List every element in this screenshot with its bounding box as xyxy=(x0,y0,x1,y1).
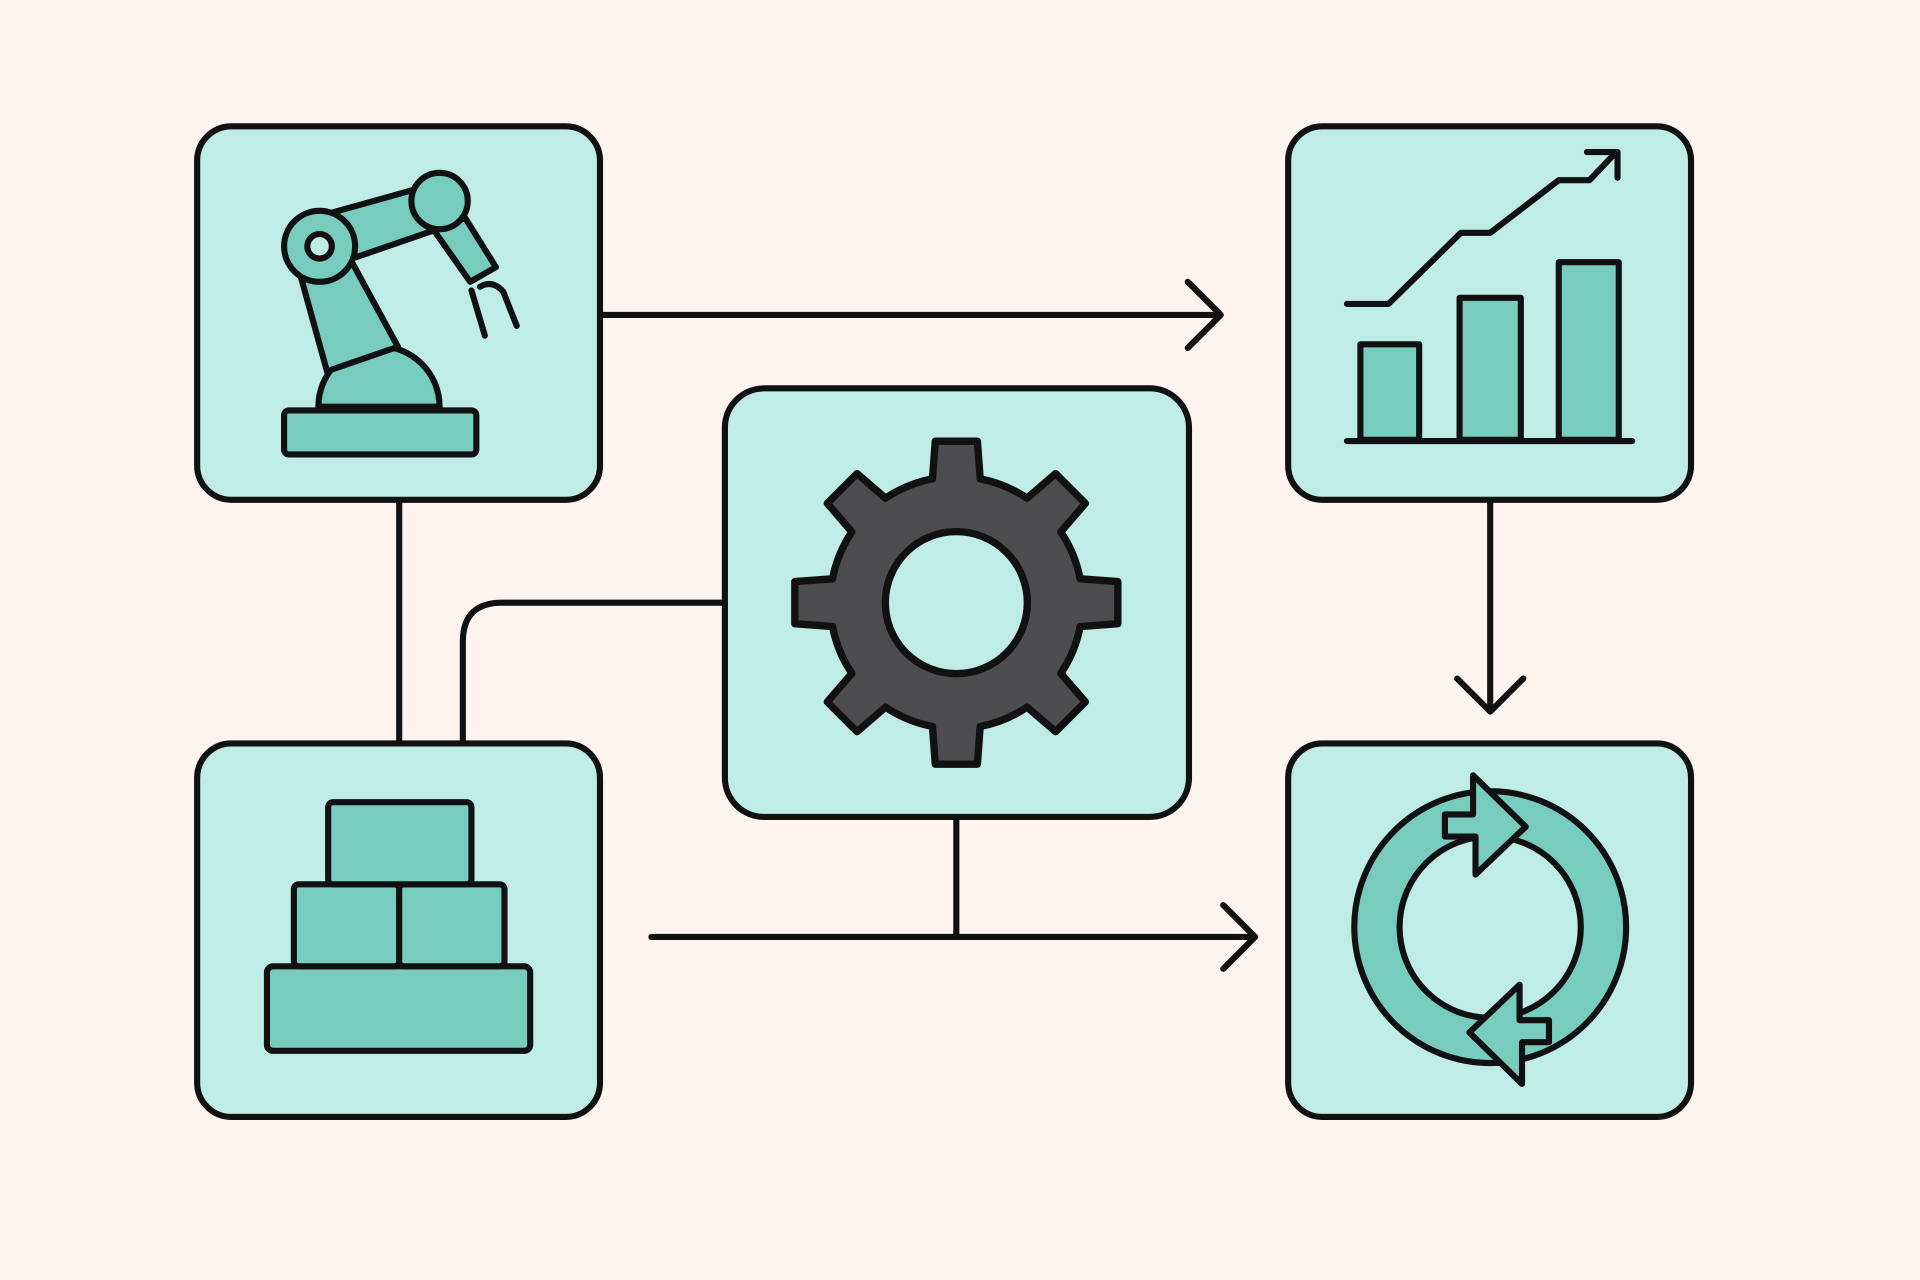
automation-card xyxy=(194,123,604,503)
analytics-card xyxy=(1285,123,1695,503)
connector-inventory-sync xyxy=(648,902,1259,972)
gear-hub xyxy=(881,527,1032,678)
growth-chart-icon xyxy=(1343,148,1636,445)
settings-card xyxy=(721,385,1193,820)
connector-automation-analytics xyxy=(596,278,1224,352)
connectors xyxy=(396,278,1527,972)
refresh-cycle-icon xyxy=(1351,772,1630,1087)
stacked-blocks-icon xyxy=(263,799,534,1054)
inventory-card xyxy=(194,740,604,1120)
connector-analytics-sync xyxy=(1454,496,1527,715)
sync-card xyxy=(1285,740,1695,1120)
robot-arm-icon xyxy=(281,169,520,458)
connector-settings-inventory xyxy=(459,599,728,747)
